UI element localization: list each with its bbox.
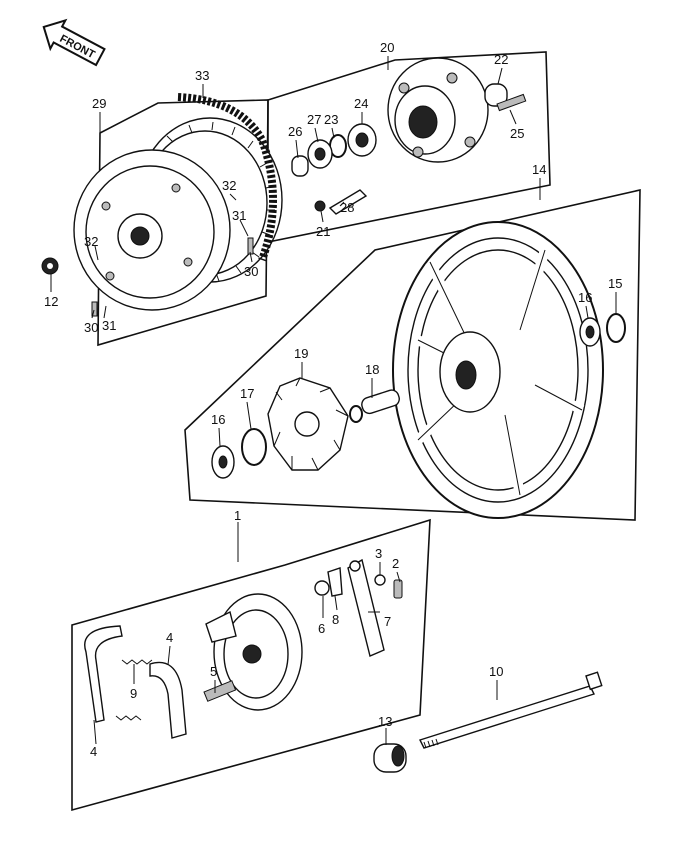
spacer-18: [349, 389, 400, 423]
brake-cam-5: [203, 680, 237, 702]
callout-22: 22: [494, 52, 508, 67]
callout-20: 20: [380, 40, 394, 55]
nut-21: [314, 200, 326, 212]
callout-21: 21: [316, 224, 330, 239]
wheel-coupling-damper: [267, 377, 349, 471]
axle-10: [419, 671, 603, 749]
callout-15: 15: [608, 276, 622, 291]
sprocket-carrier: [73, 149, 231, 311]
callout-10: 10: [489, 664, 503, 679]
lock-plate-28: [328, 189, 368, 215]
callout-16: 16: [578, 290, 592, 305]
bolt-25: [496, 93, 527, 112]
callout-27: 27: [307, 112, 321, 127]
brake-lever-7: [347, 558, 385, 657]
coupling-hub: [387, 57, 489, 163]
wheel-bearing-right: [579, 317, 601, 347]
callout-17: 17: [240, 386, 254, 401]
callout-32: 32: [84, 234, 98, 249]
callout-3: 3: [375, 546, 382, 561]
bearing-24: [347, 123, 377, 157]
callout-2: 2: [392, 556, 399, 571]
callout-labels: 1 2 3 4 4 5 6 7 8 9 10 12 13 14 15 16 16…: [44, 40, 622, 759]
callout-12: 12: [44, 294, 58, 309]
callout-18: 18: [365, 362, 379, 377]
callout-14: 14: [532, 162, 546, 177]
wheel-group-frame: [184, 188, 641, 521]
collar-26: [291, 155, 309, 177]
leader-lines: [50, 56, 617, 745]
callout-26: 26: [288, 124, 302, 139]
callout-32: 32: [222, 178, 236, 193]
callout-31: 31: [232, 208, 246, 223]
callout-9: 9: [130, 686, 137, 701]
callout-5: 5: [210, 664, 217, 679]
callout-7: 7: [384, 614, 391, 629]
callout-31: 31: [102, 318, 116, 333]
callout-24: 24: [354, 96, 368, 111]
callout-6: 6: [318, 621, 325, 636]
collar-22: [484, 83, 508, 107]
callout-13: 13: [378, 714, 392, 729]
callout-23: 23: [324, 112, 338, 127]
collar-13: [373, 743, 407, 773]
callout-25: 25: [510, 126, 524, 141]
seal-6: [314, 580, 330, 596]
brake-panel: [205, 593, 303, 711]
front-arrow-icon: FRONT: [42, 18, 106, 67]
washer-3: [374, 574, 386, 586]
rear-wheel: [392, 221, 604, 519]
circlip-15: [606, 313, 626, 343]
return-spring-9: [115, 659, 153, 721]
callout-30: 30: [244, 264, 258, 279]
drive-chain: [177, 93, 277, 262]
callout-4: 4: [166, 630, 173, 645]
brake-group-frame: [71, 518, 431, 812]
callout-19: 19: [294, 346, 308, 361]
callout-1: 1: [234, 508, 241, 523]
oil-seal-27: [307, 139, 333, 169]
callout-30: 30: [84, 320, 98, 335]
callout-28: 28: [340, 200, 354, 215]
callout-4: 4: [90, 744, 97, 759]
callout-33: 33: [195, 68, 209, 83]
brake-shoe-upper: [149, 661, 187, 739]
callout-16: 16: [211, 412, 225, 427]
bolt-2: [393, 579, 403, 599]
callout-29: 29: [92, 96, 106, 111]
wheel-bearing-left: [211, 445, 235, 479]
nut-12: [41, 257, 59, 275]
brake-shoe-lower: [84, 625, 123, 723]
indicator-8: [327, 567, 343, 597]
callout-8: 8: [332, 612, 339, 627]
o-ring-17: [241, 428, 267, 466]
